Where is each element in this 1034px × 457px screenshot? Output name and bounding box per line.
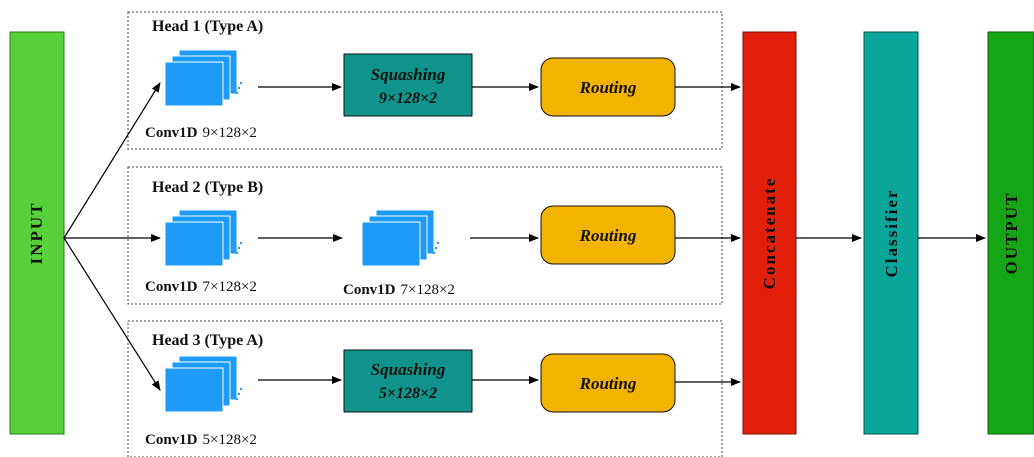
- head3-conv-stack-icon: [164, 355, 243, 413]
- input-to-head3-arrow: [63, 237, 161, 391]
- head2-container: [127, 166, 723, 305]
- head2-routing-box: [540, 205, 676, 265]
- concatenate-block: [742, 31, 797, 435]
- head3-squashing-dims: 5×128×2: [379, 385, 437, 402]
- head2-routing-label: Routing: [579, 226, 637, 245]
- classifier-label: Classifier: [882, 189, 901, 278]
- head3-container: [127, 320, 723, 457]
- head1-conv-stack-icon: [164, 49, 243, 107]
- head3-squashing-box: [343, 349, 473, 413]
- head1-squashing-label: Squashing: [371, 65, 446, 84]
- head1-routing-label: Routing: [579, 78, 637, 97]
- head2-conv-stack-icon: [164, 209, 243, 267]
- output-block: [987, 31, 1034, 435]
- head3-routing-label: Routing: [579, 374, 637, 393]
- input-block: [9, 31, 65, 435]
- head2-conv2-stack-icon: [361, 209, 440, 267]
- head1-title: Head 1 (Type A): [152, 18, 263, 35]
- head3-routing-box: [540, 353, 676, 413]
- head2-title: Head 2 (Type B): [152, 179, 263, 196]
- classifier-block: [863, 31, 919, 435]
- head3-squashing-label: Squashing: [371, 360, 446, 379]
- head1-squashing-dims: 9×128×2: [379, 90, 437, 107]
- output-label: OUTPUT: [1002, 192, 1021, 275]
- head1-container: [127, 11, 723, 150]
- input-label: INPUT: [27, 202, 46, 265]
- head3-title: Head 3 (Type A): [152, 332, 263, 349]
- head1-squashing-box: [343, 53, 473, 117]
- input-to-head1-arrow: [63, 82, 161, 239]
- concatenate-label: Concatenate: [760, 177, 779, 290]
